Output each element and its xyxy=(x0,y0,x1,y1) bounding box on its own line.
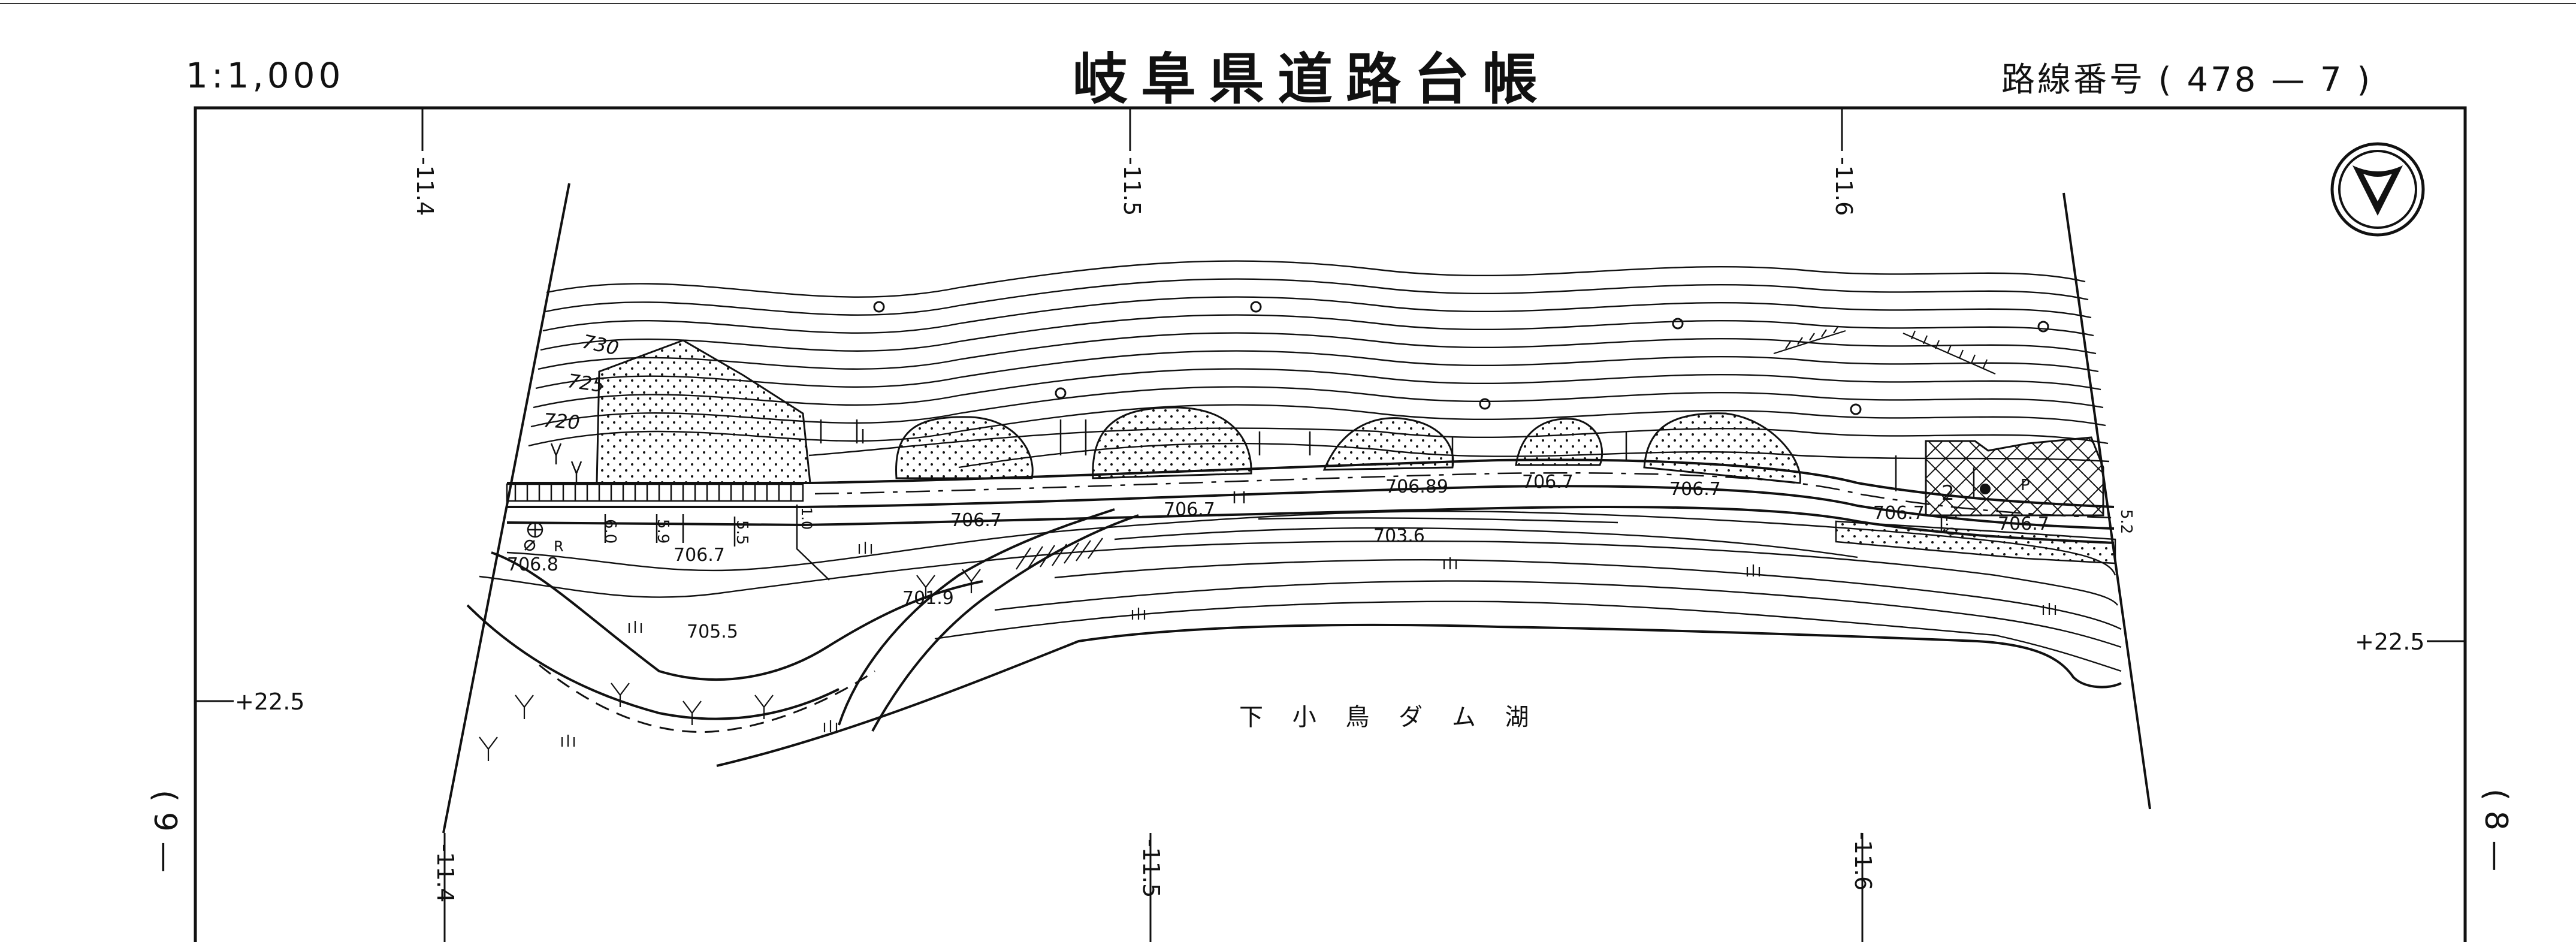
grid-label-top-1: -11.4 xyxy=(412,157,438,216)
road-details xyxy=(524,491,1943,581)
elevation-701-9: 701.9 xyxy=(902,588,954,609)
grid-label-top-2: -11.5 xyxy=(1119,157,1145,216)
lake-shoreline xyxy=(466,508,2122,767)
survey-markers xyxy=(873,301,2049,415)
map-title: 岐阜県道路台帳 xyxy=(1073,47,1551,111)
retaining-wall xyxy=(506,483,804,502)
elevation-705-5: 705.5 xyxy=(687,621,738,642)
lake-name: 下 小 鳥 ダ ム 湖 xyxy=(1239,704,1540,731)
marsh-symbols xyxy=(479,538,2056,761)
contour-label-730: 730 xyxy=(580,330,621,360)
rock-hatching xyxy=(1773,325,1996,375)
grid-label-top-3: -11.6 xyxy=(1831,157,1857,216)
parking-marker-dot xyxy=(1980,484,1991,494)
elevation-706-7-b: 706.7 xyxy=(950,510,1002,531)
elevation-706-8: 706.8 xyxy=(507,554,558,575)
parking-structure xyxy=(1925,436,2104,517)
road-mark-p: P xyxy=(2021,476,2030,494)
survey-boundary-right xyxy=(2062,192,2151,810)
width-5-9: 5.9 xyxy=(654,519,672,544)
elevation-703-6: 703.6 xyxy=(1373,526,1425,547)
elevation-706-7-g: 706.7 xyxy=(1998,514,2049,535)
width-5-2: 5.2 xyxy=(2117,509,2135,534)
road-mark-2: 2 xyxy=(1941,481,1955,505)
route-number: 路線番号 ( 478 — 7 ) xyxy=(2001,61,2373,99)
road-edges xyxy=(506,458,2115,544)
elevation-706-7-c: 706.7 xyxy=(1164,499,1215,520)
contour-label-720: 720 xyxy=(542,409,581,434)
north-arrow-icon xyxy=(2330,142,2425,237)
coord-label-right: +22.5 xyxy=(2355,629,2424,655)
map-scale: 1:1,000 xyxy=(186,55,345,96)
sheet-continuation-left: ( 9 — xyxy=(147,790,183,872)
roadside-dotted-strip xyxy=(1835,520,2116,564)
grid-label-bottom-3: -11.6 xyxy=(1850,832,1876,890)
lake-contours xyxy=(479,510,2122,672)
width-6-0: 6.0 xyxy=(601,519,619,544)
elevation-706-89: 706.89 xyxy=(1385,476,1448,497)
dashed-lake-boundary xyxy=(539,664,875,733)
road-centerline xyxy=(814,472,2115,519)
width-1-0-a: 1.0 xyxy=(798,507,815,530)
grid-label-bottom-2: -11.5 xyxy=(1138,839,1164,898)
elevation-706-7-d: 706.7 xyxy=(1522,472,1574,493)
elevation-706-7-e: 706.7 xyxy=(1669,479,1721,500)
coord-label-left: +22.5 xyxy=(235,689,304,715)
sheet-continuation-right: ( 8 — xyxy=(2478,789,2514,871)
elevation-706-7-a: 706.7 xyxy=(674,545,725,566)
width-5-5: 5.5 xyxy=(733,520,751,545)
width-1-0-b: 1.0 xyxy=(1943,513,1959,536)
road-mark-r: R xyxy=(554,538,564,555)
vegetation-symbols xyxy=(550,419,1975,497)
grid-label-bottom-1: -11.4 xyxy=(432,844,458,902)
map-frame xyxy=(194,106,2467,942)
elevation-706-7-f: 706.7 xyxy=(1873,503,1925,524)
